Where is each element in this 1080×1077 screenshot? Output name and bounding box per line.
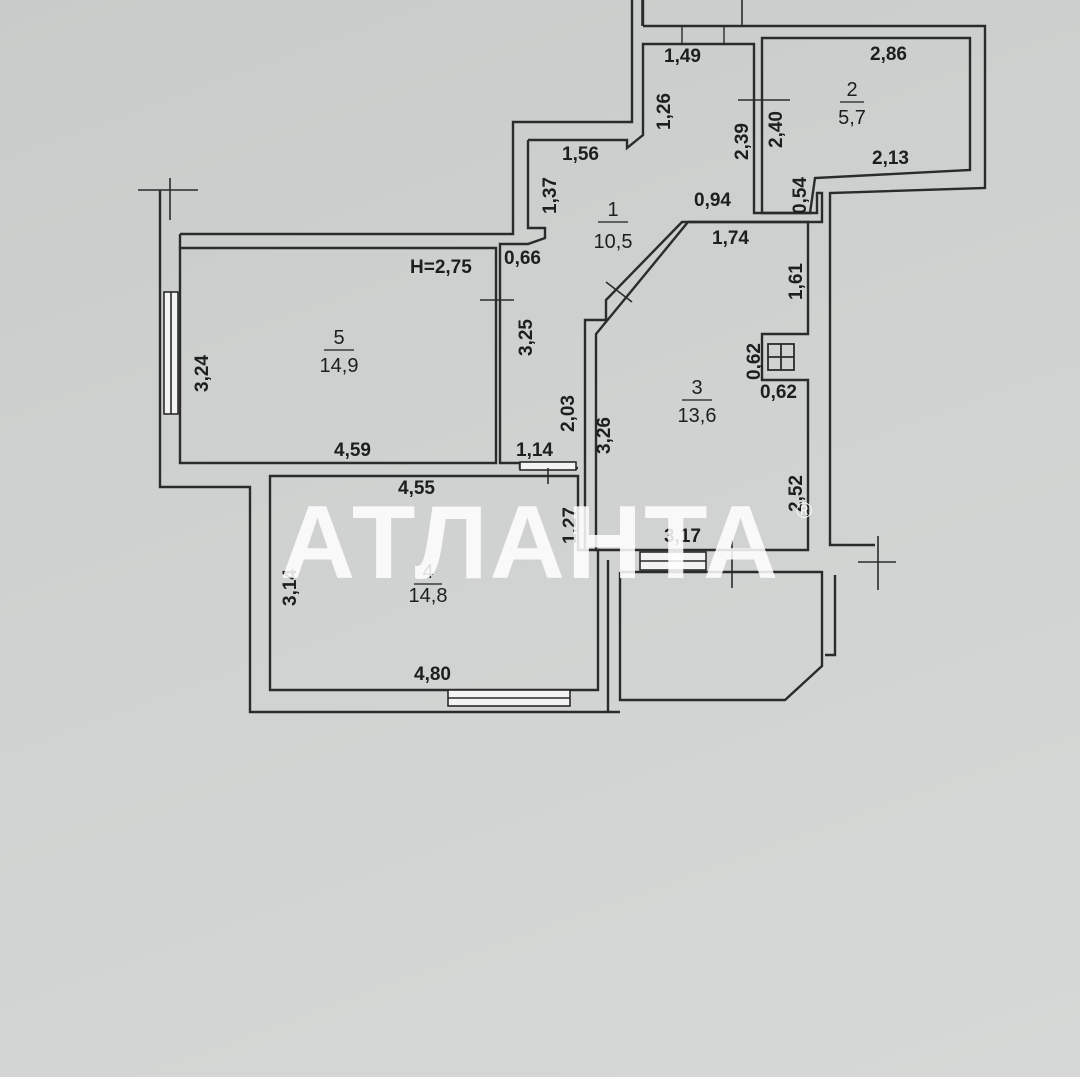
dim-label: 1,37 [540, 177, 561, 214]
room-label-3: 3 13,6 [678, 377, 717, 427]
corridor-outline [528, 42, 824, 552]
dim-label: 3,26 [594, 417, 615, 454]
dimension-labels: 1,49 2,86 1,56 2,13 0,94 1,74 0,66 0,62 … [334, 44, 909, 685]
room-2-number: 2 [846, 79, 857, 101]
windows [163, 291, 707, 707]
dim-label: 0,66 [504, 248, 541, 269]
dim-label: 3,24 [192, 355, 213, 392]
dim-label: 1,74 [712, 228, 749, 249]
outer-wall-left-outer [158, 190, 620, 714]
room-4-number: 4 [422, 561, 433, 583]
dim-label: 2,03 [558, 395, 579, 432]
dimension-labels-vertical: 1,26 2,39 2,40 1,37 0,54 1,61 3,25 3,24 … [192, 93, 811, 606]
balcony-outline [618, 570, 824, 702]
dim-label: 2,40 [766, 111, 787, 148]
room-3-outline [594, 220, 810, 552]
dim-label: 3,14 [280, 569, 301, 606]
room-3-area: 13,6 [678, 405, 717, 427]
dim-label: 1,14 [516, 440, 553, 461]
dim-label: 0,62 [744, 343, 765, 380]
dim-label: 1,27 [560, 507, 581, 544]
room-label-4: 4 14,8 [409, 561, 448, 607]
room-2-area: 5,7 [838, 107, 866, 129]
room-2-outline [760, 36, 972, 215]
room-label-5: 5 14,9 [320, 327, 359, 377]
dim-label: 4,59 [334, 440, 371, 461]
room-3-number: 3 [691, 377, 702, 399]
dim-label: 1,56 [562, 144, 599, 165]
dim-label: 2,13 [872, 148, 909, 169]
room-5-area: 14,9 [320, 355, 359, 377]
room-4-area: 14,8 [409, 585, 448, 607]
room-5-number: 5 [333, 327, 344, 349]
tick-marks [138, 0, 896, 590]
dim-label: 2,52 [786, 475, 807, 512]
walls [158, 0, 987, 714]
dim-label: 2,86 [870, 44, 907, 65]
watermark-logo: АТЛАНТА ® [280, 485, 812, 601]
dim-label: 1,49 [664, 46, 701, 67]
dim-label: 0,62 [760, 382, 797, 403]
dim-label: 3,25 [516, 319, 537, 356]
dim-label: 0,94 [694, 190, 731, 211]
dim-label: 1,26 [654, 93, 675, 130]
dim-label: 0,54 [790, 177, 811, 214]
room-label-1: 1 10,5 [594, 199, 633, 253]
dim-label: 4,55 [398, 478, 435, 499]
vent-shaft-icon [767, 343, 795, 371]
ceiling-height-label: H=2,75 [410, 257, 472, 278]
dim-label: 3,17 [664, 526, 701, 547]
watermark-text: АТЛАНТА [280, 485, 780, 601]
room-label-2: 2 5,7 [838, 79, 866, 129]
outer-wall-left [180, 0, 634, 236]
dim-label: 4,80 [414, 664, 451, 685]
wall-hatch [495, 26, 725, 463]
watermark-registered-mark: ® [796, 498, 812, 523]
dim-label: 2,39 [732, 123, 753, 160]
room-1-area: 10,5 [594, 231, 633, 253]
dim-label: 1,61 [786, 263, 807, 300]
room-1-number: 1 [607, 199, 618, 221]
outer-wall-right [643, 24, 987, 547]
